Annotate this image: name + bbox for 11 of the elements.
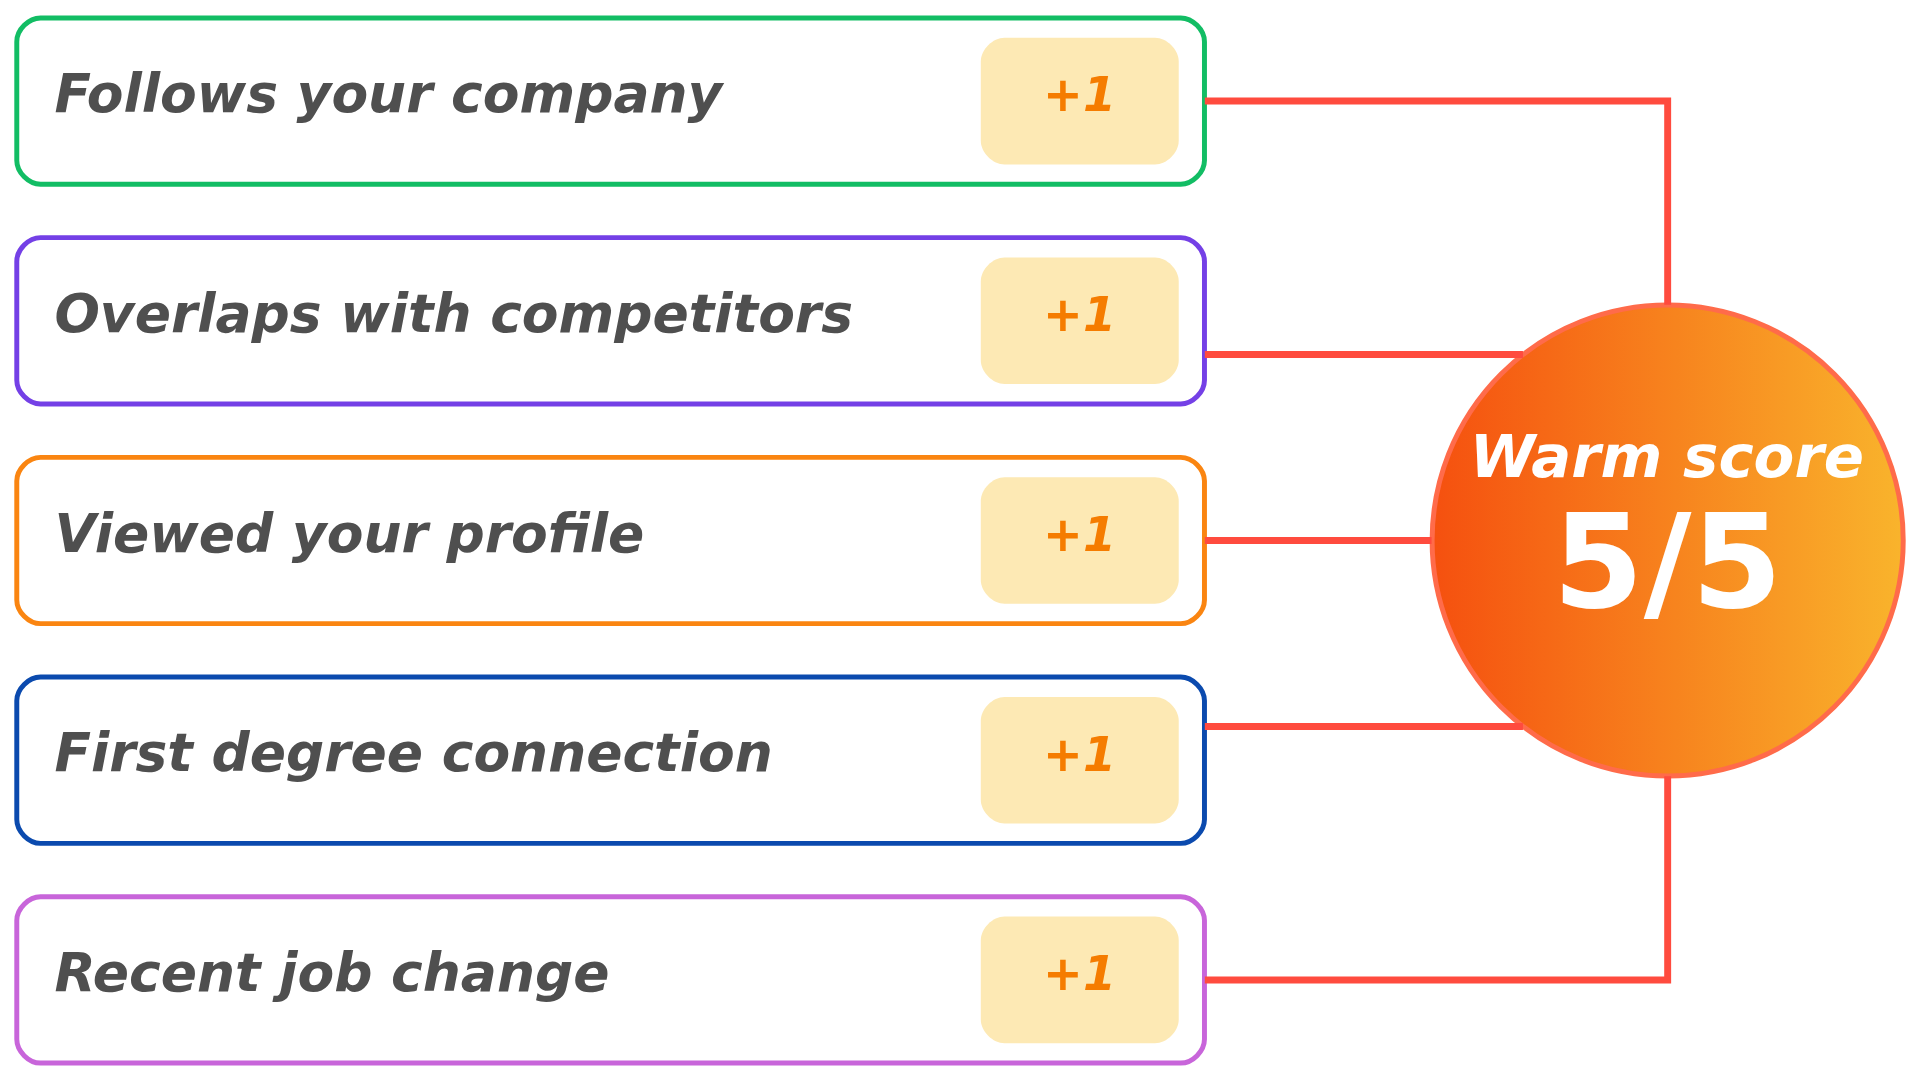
connector [1204,350,1523,358]
node-box: Viewed your profile +1 [14,454,1207,626]
connector [1204,722,1523,730]
node-box: Overlaps with competitors +1 [14,234,1207,406]
node-box: Follows your company +1 [14,14,1207,187]
node-circle: Warm score 5/5 [1429,301,1906,779]
connector [1204,536,1432,544]
connector [1204,97,1672,305]
connector [1204,775,1672,983]
node-box: Recent job change +1 [14,893,1207,1066]
node-box: First degree connection +1 [14,674,1207,846]
